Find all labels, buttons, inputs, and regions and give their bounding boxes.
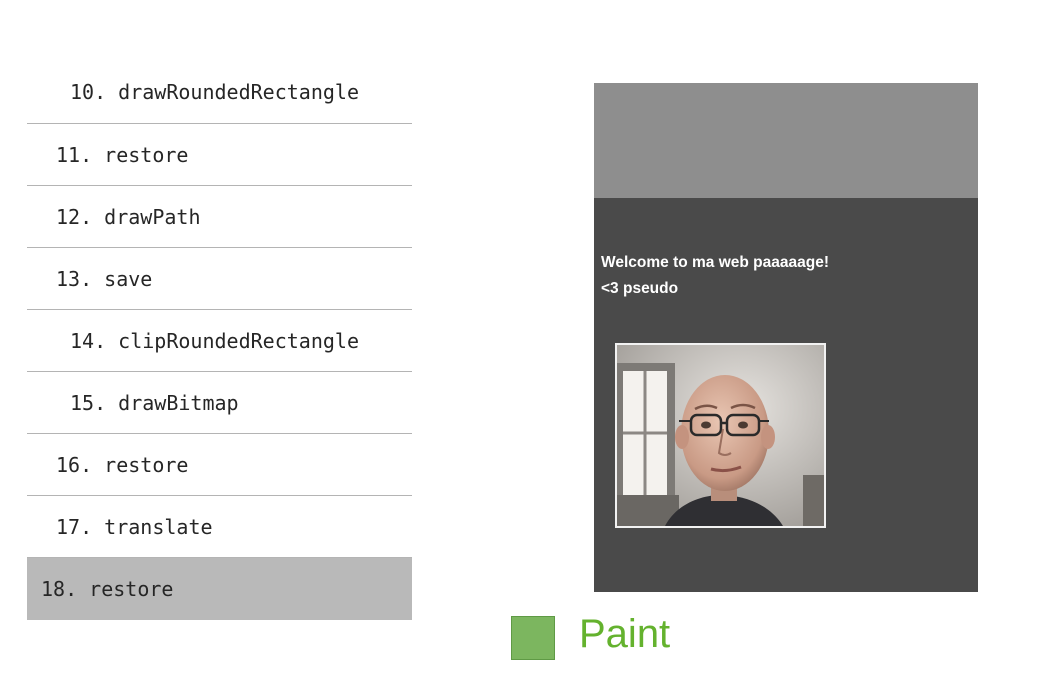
command-label: 12. drawPath (56, 204, 201, 229)
command-label: 17. translate (56, 514, 213, 539)
profile-photo (615, 343, 826, 528)
command-item[interactable]: 17. translate (27, 496, 412, 558)
command-label: 11. restore (56, 142, 189, 167)
command-item[interactable]: 15. drawBitmap (27, 372, 412, 434)
command-item[interactable]: 11. restore (27, 124, 412, 186)
command-item[interactable]: 16. restore (27, 434, 412, 496)
rendered-page-preview: Welcome to ma web paaaaage! <3 pseudo (594, 83, 978, 592)
preview-heading: Welcome to ma web paaaaage! (601, 254, 829, 271)
command-item[interactable]: 13. save (27, 248, 412, 310)
command-label: 18. restore (41, 577, 174, 601)
paint-color-swatch (511, 616, 555, 660)
command-item[interactable]: 12. drawPath (27, 186, 412, 248)
command-label: 15. drawBitmap (70, 390, 239, 415)
paint-command-list: 10. drawRoundedRectangle 11. restore 12.… (27, 60, 412, 620)
command-label: 13. save (56, 266, 153, 291)
paint-legend-label: Paint (579, 612, 671, 656)
command-label: 10. drawRoundedRectangle (70, 79, 359, 104)
command-label: 14. clipRoundedRectangle (70, 328, 359, 353)
preview-header-bar (594, 83, 978, 198)
preview-subheading: <3 pseudo (601, 280, 679, 297)
command-item[interactable]: 10. drawRoundedRectangle (27, 60, 412, 124)
command-item-selected[interactable]: 18. restore (27, 558, 412, 620)
command-label: 16. restore (56, 452, 189, 477)
command-item[interactable]: 14. clipRoundedRectangle (27, 310, 412, 372)
